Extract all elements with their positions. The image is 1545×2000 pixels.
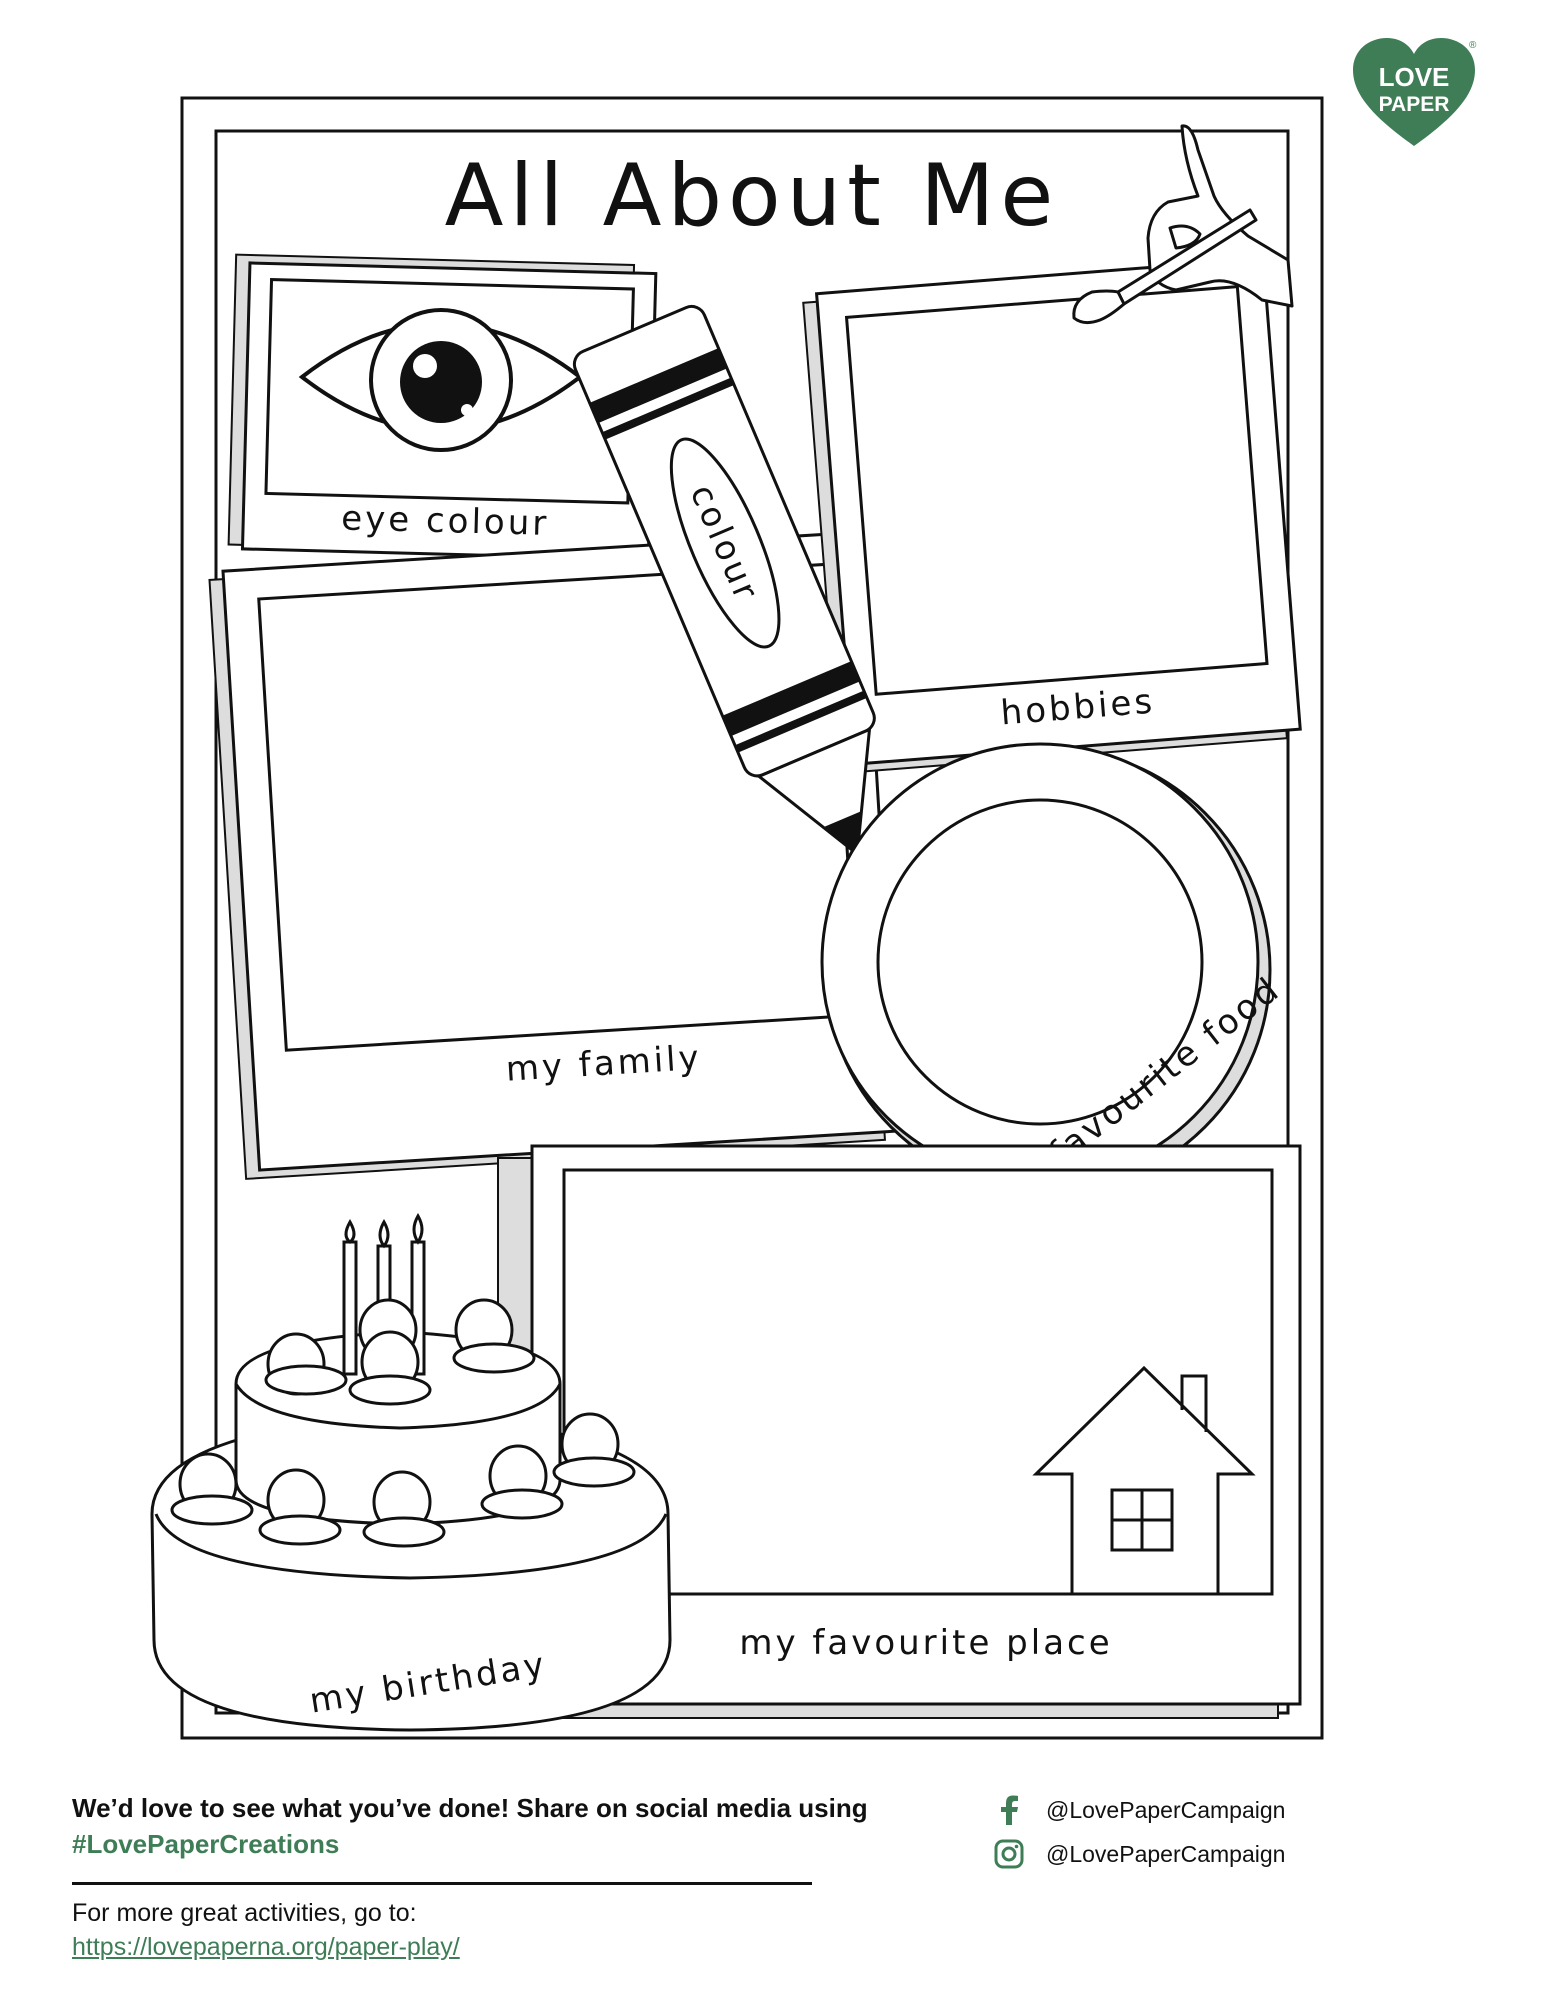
hobbies-card: hobbies (802, 256, 1302, 775)
eye-icon (298, 308, 584, 452)
svg-text:LOVE: LOVE (1379, 62, 1450, 92)
place-label: my favourite place (739, 1623, 1112, 1663)
facebook-handle: @LovePaperCampaign (1046, 1796, 1286, 1823)
svg-text:®: ® (1469, 40, 1477, 51)
activities-link[interactable]: https://lovepaperna.org/paper-play/ (72, 1933, 460, 1961)
hashtag[interactable]: #LovePaperCreations (72, 1829, 340, 1859)
footer: We’d love to see what you’ve done! Share… (72, 1790, 1472, 1990)
instagram-link[interactable]: @LovePaperCampaign (992, 1834, 1412, 1874)
more-text: For more great activities, go to: (72, 1899, 417, 1927)
more-activities: For more great activities, go to: https:… (72, 1896, 460, 1964)
social-links: @LovePaperCampaign @LovePaperCampaign (992, 1790, 1412, 1878)
svg-text:PAPER: PAPER (1379, 93, 1450, 116)
food-plate: favourite food (820, 742, 1288, 1194)
worksheet-title: All About Me (445, 146, 1060, 246)
footer-divider (72, 1882, 812, 1885)
eye-colour-label: eye colour (341, 498, 550, 543)
instagram-icon (992, 1837, 1026, 1871)
birthday-cake-icon (150, 1212, 672, 1732)
place-card: my favourite place (497, 1144, 1302, 1719)
facebook-icon (992, 1793, 1026, 1827)
share-text: We’d love to see what you’ve done! Share… (72, 1793, 868, 1823)
love-paper-logo: LOVE PAPER ® (1349, 34, 1479, 154)
outer-frame (180, 96, 1324, 1740)
worksheet-art: All About Me eye colour my family hobbie… (150, 96, 1324, 1740)
facebook-link[interactable]: @LovePaperCampaign (992, 1790, 1412, 1830)
share-message: We’d love to see what you’ve done! Share… (72, 1790, 952, 1862)
crayon-icon: colour (572, 304, 876, 858)
instagram-handle: @LovePaperCampaign (1046, 1840, 1286, 1867)
paintbrush-icon (1072, 124, 1294, 325)
house-icon (1032, 1365, 1256, 1594)
